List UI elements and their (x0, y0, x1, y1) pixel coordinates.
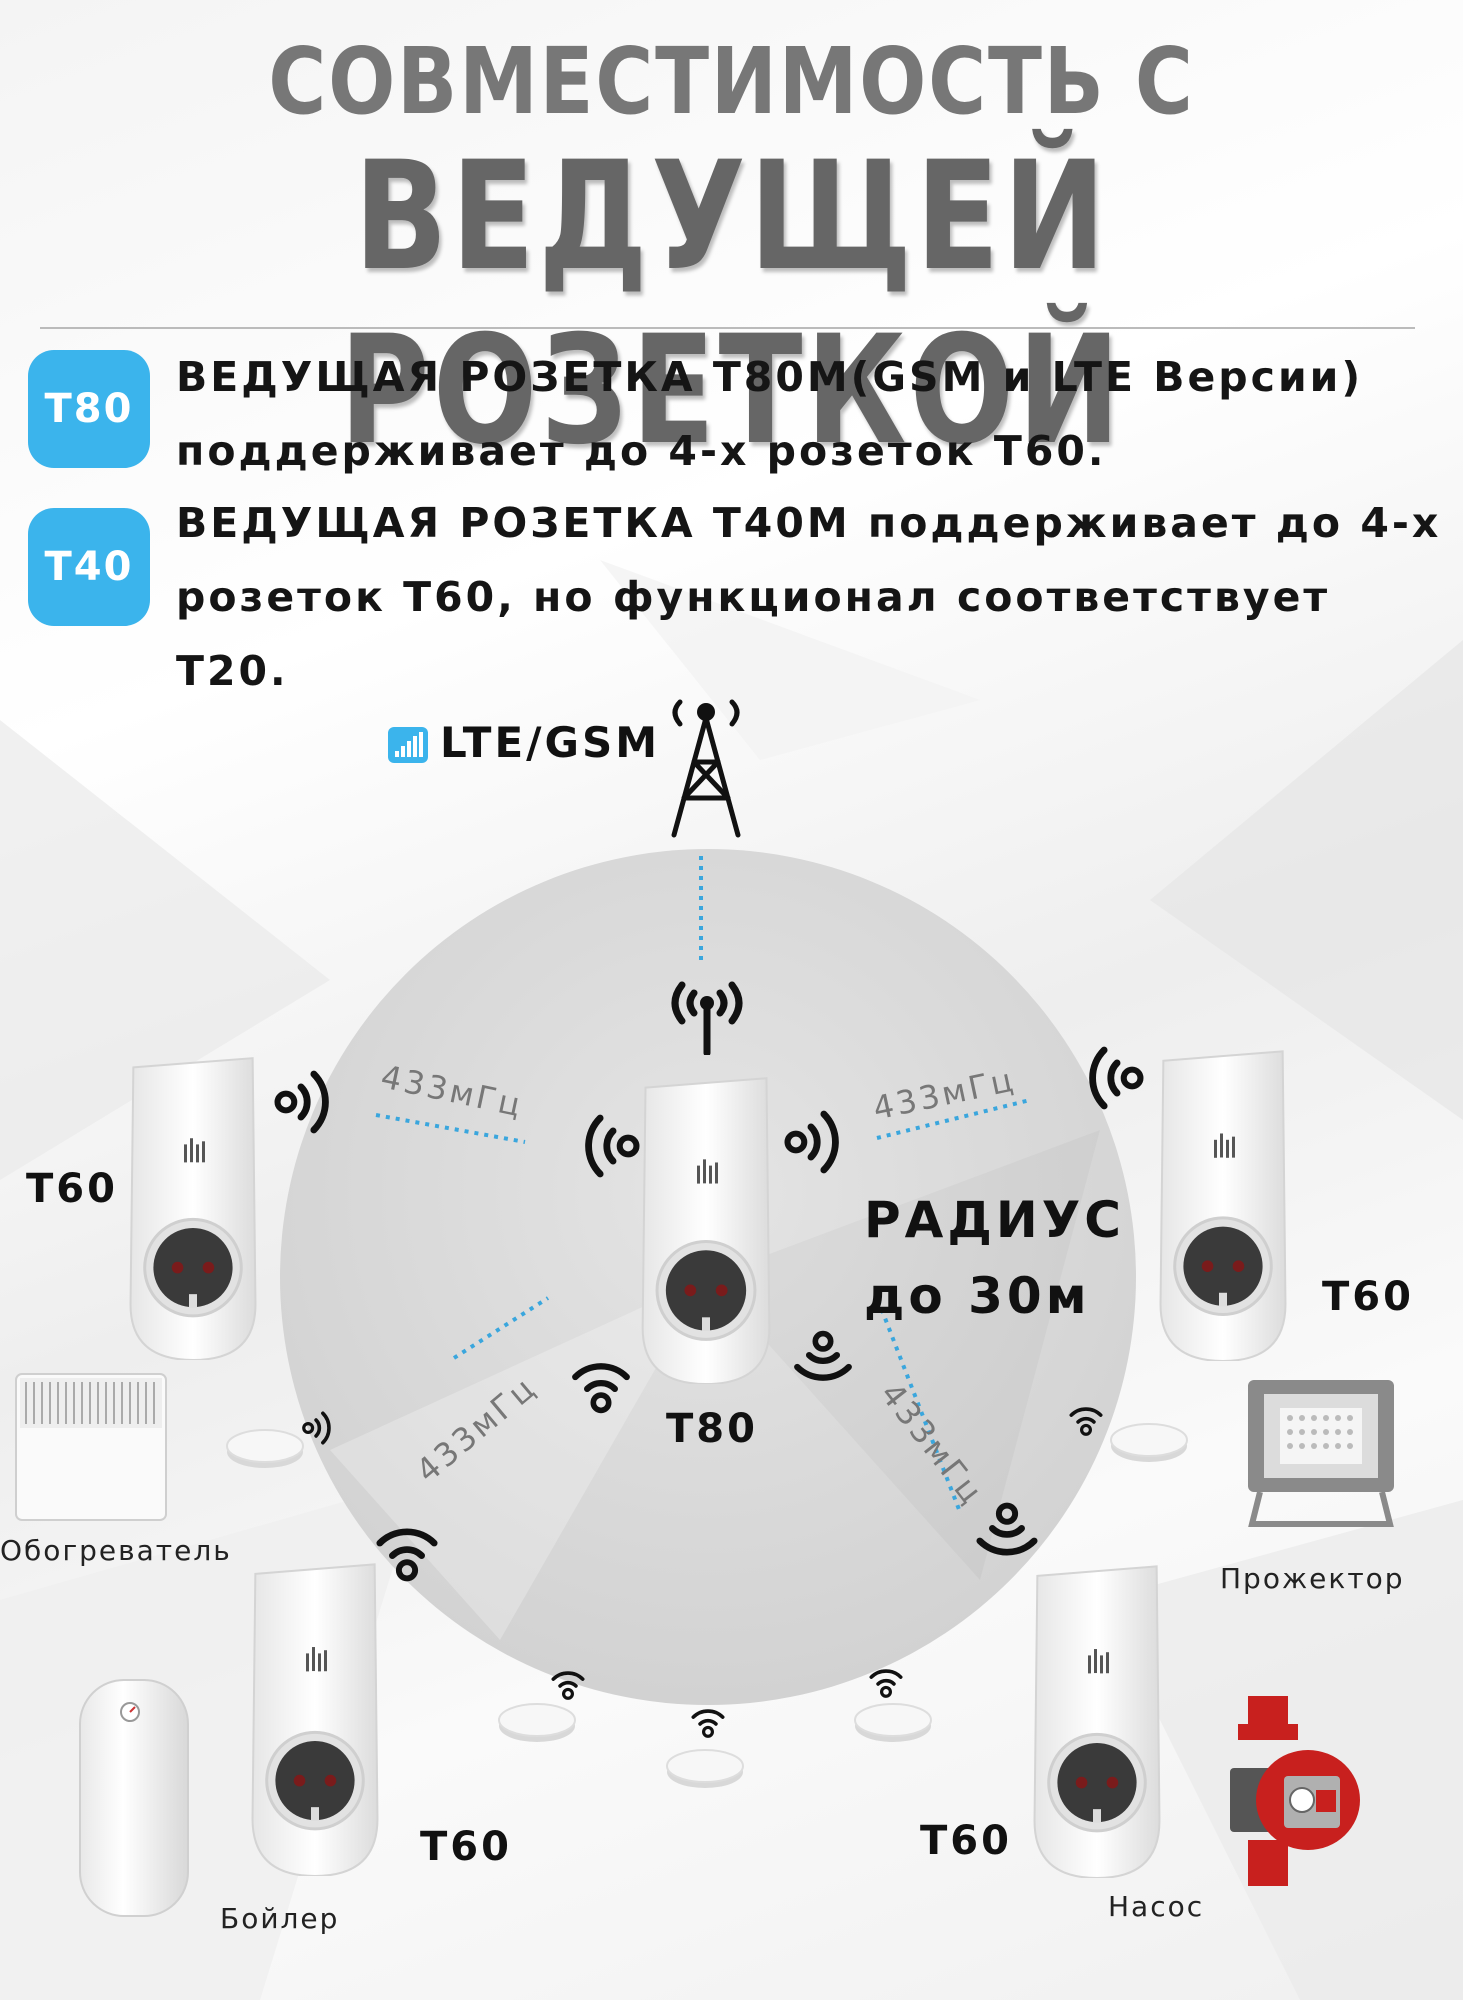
title-line-1: СОВМЕСТИМОСТЬ С (268, 28, 1195, 135)
pump-image (1230, 1696, 1360, 1886)
sensor-puck-icon (1110, 1423, 1188, 1462)
feature-t80-line2: поддерживает до 4-х розеток Т60. (176, 427, 1107, 475)
wave-icon-11 (548, 1658, 588, 1702)
pump-caption: Насос (1108, 1890, 1205, 1923)
boiler-image (79, 1679, 189, 1917)
wifi-wave-icon (691, 1709, 725, 1738)
heater-caption: Обогреватель (0, 1534, 232, 1567)
projector-caption: Прожектор (1220, 1562, 1405, 1595)
badge-t80: T80 (28, 350, 150, 468)
wifi-wave-icon (376, 1528, 438, 1582)
socket-icon (129, 1057, 257, 1362)
wave-icon-13 (866, 1656, 906, 1700)
feature-t40-text: ВЕДУЩАЯ РОЗЕТКА Т40М поддерживает до 4-х… (176, 486, 1441, 708)
wifi-wave-icon (302, 1411, 331, 1445)
wave-icon-8 (970, 1502, 1044, 1584)
socket-icon (1159, 1050, 1287, 1363)
sensor-puck-bottom-right (852, 1700, 934, 1748)
wave-icon-10 (1066, 1394, 1106, 1438)
wave-icon-3 (784, 1104, 864, 1184)
socket-bottom-left (244, 1558, 386, 1880)
socket-icon (641, 1077, 771, 1386)
radius-line-2: до 30м (864, 1267, 1091, 1325)
feature-t40-line3: Т20. (176, 647, 289, 695)
wifi-wave-icon (274, 1070, 329, 1134)
wave-icon-1 (274, 1064, 354, 1144)
feature-t80-text: ВЕДУЩАЯ РОЗЕТКА Т80М(GSM и LTE Версии) п… (176, 340, 1363, 488)
feature-t40-line2: розеток Т60, но функционал соответствует (176, 573, 1331, 621)
wave-icon-9 (302, 1408, 344, 1452)
sensor-puck-bottom-center (664, 1746, 746, 1794)
sensor-puck-icon (854, 1703, 932, 1742)
wave-icon-12 (688, 1696, 728, 1740)
signal-bars-icon (388, 727, 428, 763)
wifi-wave-icon (572, 1363, 630, 1414)
sensor-puck-bottom-left (496, 1700, 578, 1748)
socket-master (634, 1072, 778, 1388)
wave-icon-7 (370, 1504, 444, 1582)
sensor-puck-icon (666, 1749, 744, 1788)
wifi-wave-icon (1069, 1407, 1103, 1436)
wave-icon-6 (788, 1330, 858, 1408)
feature-t40-line1: ВЕДУЩАЯ РОЗЕТКА Т40М поддерживает до 4-х (176, 499, 1442, 547)
socket-icon (251, 1563, 379, 1878)
wave-icon-5 (566, 1340, 636, 1414)
wifi-wave-icon (784, 1110, 839, 1174)
antenna-icon (671, 981, 743, 1055)
socket-label-top-right: Т60 (1322, 1274, 1414, 1320)
wave-icon-2 (560, 1108, 640, 1188)
socket-label-bottom-left: Т60 (420, 1824, 512, 1870)
cell-tower-icon (671, 699, 741, 838)
sensor-puck-right (1108, 1420, 1190, 1468)
wifi-wave-icon (551, 1671, 585, 1700)
wave-icon-4 (1064, 1040, 1144, 1120)
sensor-puck-left (224, 1426, 306, 1474)
wifi-wave-icon (794, 1330, 852, 1381)
radius-line-1: РАДИУС (864, 1191, 1125, 1249)
wifi-wave-icon (869, 1669, 903, 1698)
socket-icon (1033, 1565, 1161, 1880)
divider (40, 327, 1415, 329)
heater-image (15, 1373, 167, 1521)
socket-label-bottom-right: Т60 (920, 1818, 1012, 1864)
sensor-puck-icon (226, 1429, 304, 1468)
tower-link-line (699, 856, 703, 960)
title-line-2: ВЕДУЩЕЙ РОЗЕТКОЙ (339, 130, 1124, 478)
radius-text: РАДИУС до 30м (864, 1182, 1125, 1334)
feature-t80-line1: ВЕДУЩАЯ РОЗЕТКА Т80М(GSM и LTE Версии) (176, 353, 1364, 401)
socket-top-left (122, 1052, 264, 1364)
socket-bottom-right (1026, 1560, 1168, 1882)
socket-label-master: Т80 (666, 1406, 758, 1452)
wifi-wave-icon (1089, 1046, 1144, 1110)
boiler-caption: Бойлер (220, 1902, 340, 1935)
projector-image (1248, 1380, 1394, 1527)
badge-t40: T40 (28, 508, 150, 626)
socket-label-top-left: Т60 (26, 1166, 118, 1212)
wifi-wave-icon (976, 1502, 1038, 1556)
sensor-puck-icon (498, 1703, 576, 1742)
socket-top-right (1152, 1045, 1294, 1365)
network-label: LTE/GSM (440, 718, 661, 767)
wifi-wave-icon (585, 1114, 640, 1178)
